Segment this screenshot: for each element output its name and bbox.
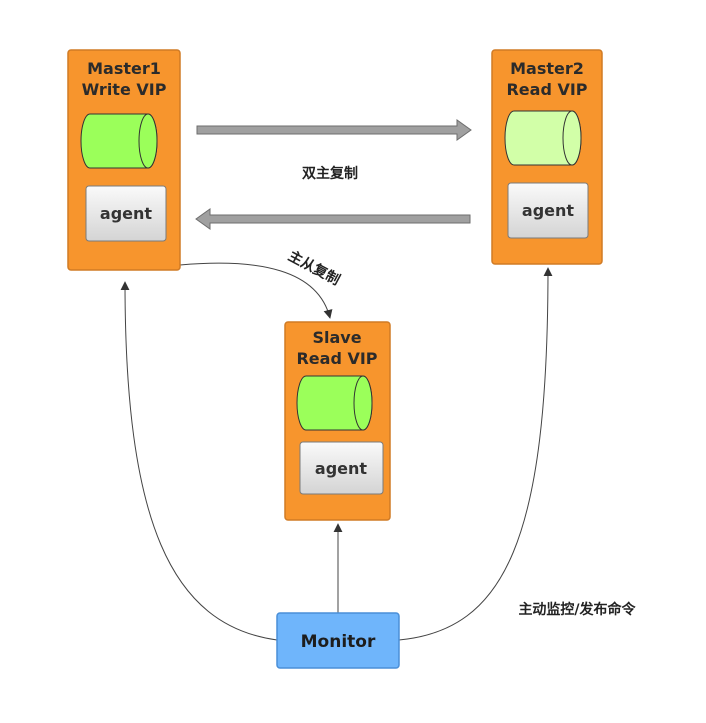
master1-vip-label: Write VIP — [82, 80, 167, 99]
slave-title: Slave — [312, 328, 361, 347]
master2-agent-label: agent — [522, 201, 574, 220]
monitor-command-label: 主动监控/发布命令 — [518, 601, 636, 618]
master2-database-icon — [504, 110, 582, 166]
master1-node[interactable]: Master1 Write VIP agent — [67, 49, 181, 271]
master1-agent-label: agent — [100, 204, 152, 223]
monitor-label: Monitor — [301, 632, 376, 652]
slave-vip-label: Read VIP — [296, 349, 377, 368]
dual-master-replication-label: 双主复制 — [302, 165, 358, 182]
slave-node[interactable]: Slave Read VIP agent — [284, 321, 391, 521]
master1-database-icon — [80, 113, 158, 169]
master1-to-slave-line — [179, 262, 333, 319]
master-slave-replication-label: 主从复制 — [285, 247, 342, 288]
master2-node[interactable]: Master2 Read VIP agent — [491, 49, 603, 265]
master2-vip-label: Read VIP — [506, 80, 587, 99]
master2-title: Master2 — [510, 59, 584, 78]
master1-agent-button[interactable]: agent — [85, 185, 167, 242]
monitor-to-master1-line — [120, 281, 278, 641]
master1-title: Master1 — [87, 59, 161, 78]
slave-agent-button[interactable]: agent — [299, 441, 384, 495]
slave-database-icon — [296, 375, 373, 431]
dual-master-arrow-right — [196, 119, 472, 141]
dual-master-arrow-left — [195, 208, 471, 230]
monitor-to-master2-line — [398, 267, 553, 641]
master2-agent-button[interactable]: agent — [507, 182, 589, 239]
monitor-node[interactable]: Monitor — [276, 612, 400, 669]
slave-agent-label: agent — [315, 459, 367, 478]
